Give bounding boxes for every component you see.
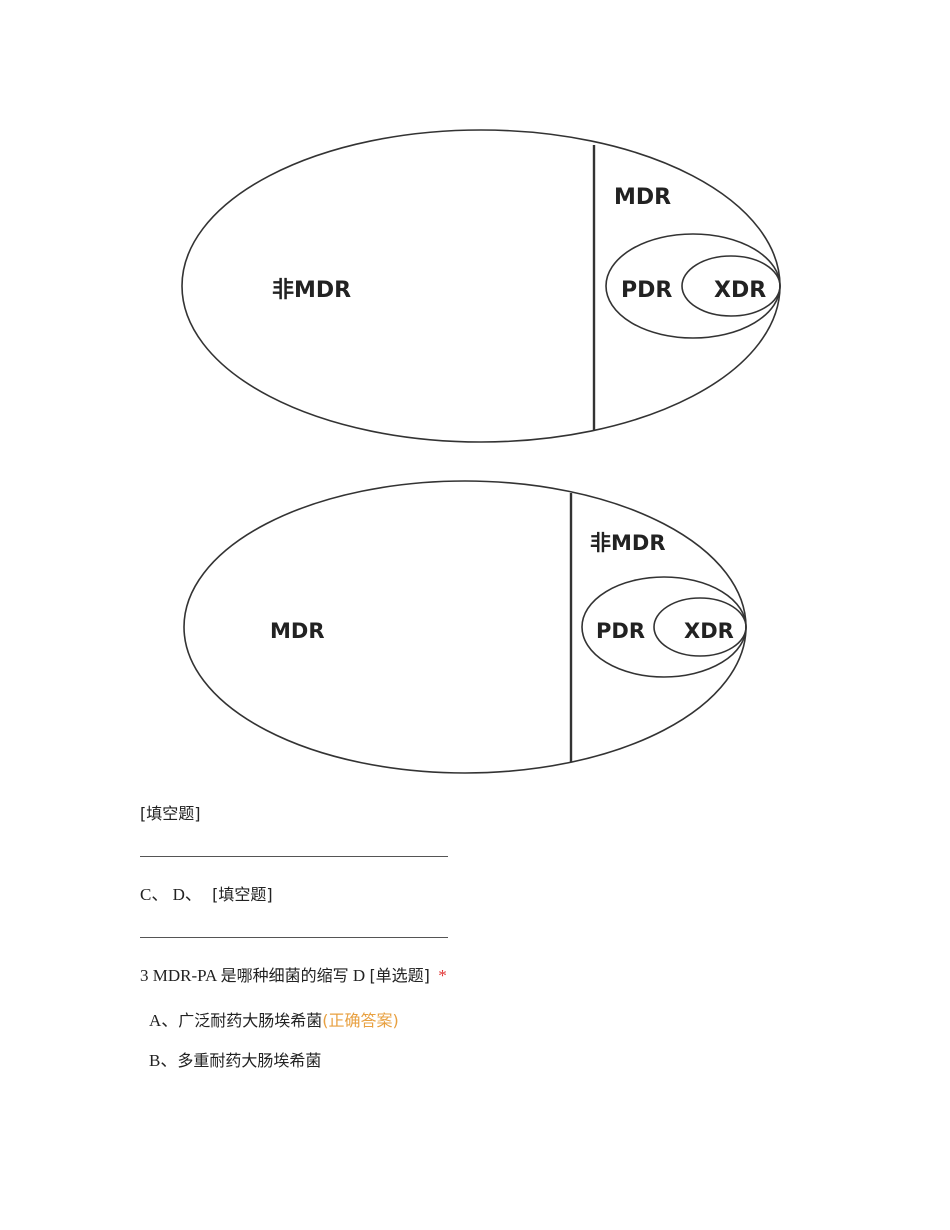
outer-right-label: 非MDR [590, 531, 666, 555]
question-number: 3 [140, 966, 149, 985]
venn-diagram-1: 非MDR MDR PDR XDR [181, 129, 781, 443]
question-text-cjk: 是哪种细菌的缩写 [220, 966, 349, 985]
outer-ellipse [183, 480, 747, 774]
question-text-latin: MDR-PA [152, 966, 217, 985]
xdr-ellipse [681, 255, 781, 317]
answer-letter: D [352, 966, 366, 985]
option-letter: B、 [149, 1051, 178, 1070]
venn-diagram-2: MDR 非MDR PDR XDR [183, 480, 747, 774]
question-type-label: [填空题] [212, 885, 273, 904]
option-b[interactable]: B、多重耐药大肠埃希菌 [149, 1050, 321, 1072]
question3-title: 3 MDR-PA 是哪种细菌的缩写 D [单选题] * [140, 966, 447, 986]
required-asterisk: * [438, 966, 447, 985]
blank2-answer-field[interactable] [140, 937, 448, 938]
xdr-ellipse [653, 597, 747, 657]
blank1-answer-field[interactable] [140, 856, 448, 857]
question-type-label: [单选题] [369, 966, 430, 985]
blank2-prefix: C、 D、 [140, 885, 202, 904]
correct-answer-note: (正确答案) [322, 1011, 399, 1030]
left-region-label: MDR [270, 619, 325, 643]
blank2-prompt: C、 D、 [填空题] [140, 885, 273, 905]
left-region-label: 非MDR [272, 278, 351, 303]
xdr-label: XDR [714, 278, 766, 303]
option-text: 多重耐药大肠埃希菌 [177, 1051, 322, 1070]
blank1-type-tag: [填空题] [140, 804, 201, 824]
outer-right-label: MDR [614, 185, 671, 210]
option-a[interactable]: A、广泛耐药大肠埃希菌(正确答案) [149, 1010, 399, 1032]
option-letter: A、 [149, 1011, 179, 1030]
xdr-label: XDR [684, 619, 734, 643]
pdr-label: PDR [621, 278, 672, 303]
question-type-label: [填空题] [140, 804, 201, 823]
pdr-label: PDR [596, 619, 645, 643]
option-text: 广泛耐药大肠埃希菌 [178, 1011, 323, 1030]
